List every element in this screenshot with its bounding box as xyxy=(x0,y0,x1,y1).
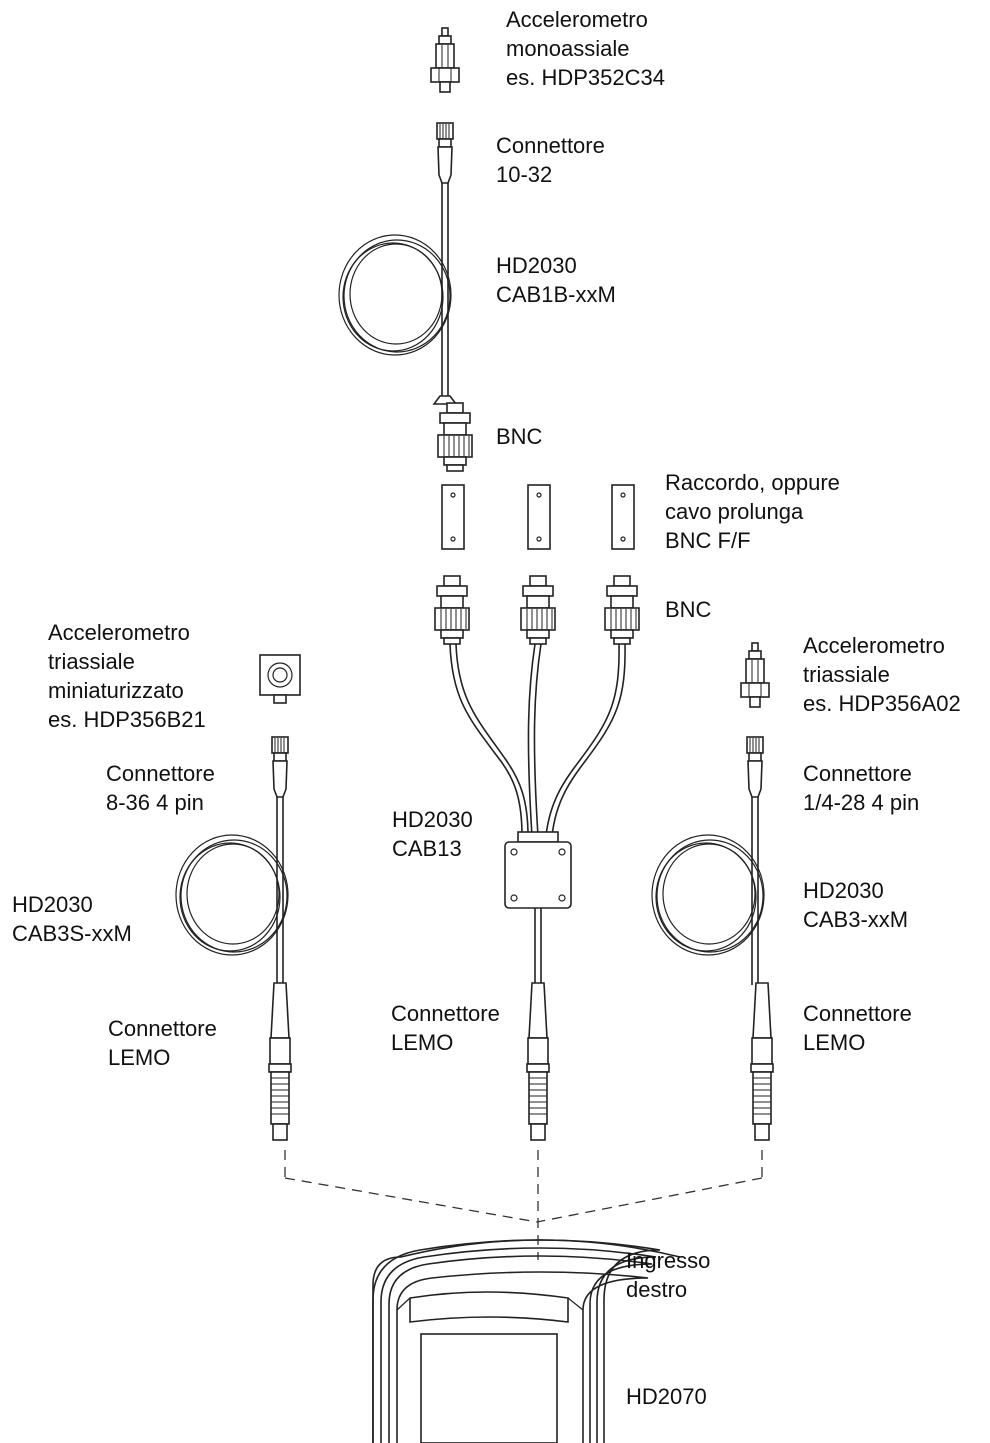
miniature-triaxial-accelerometer-icon xyxy=(259,654,301,704)
connector-10-32-icon xyxy=(436,122,454,184)
bnc-triple-connector-icon xyxy=(434,575,640,645)
bnc-top-connector-icon xyxy=(432,395,473,472)
label-bnc-triple: BNC xyxy=(665,597,712,622)
uniaxial-accelerometer-icon xyxy=(430,27,460,93)
hd2070-instrument-icon xyxy=(372,1239,681,1443)
connector-1-4-28-icon xyxy=(746,736,764,798)
cable-cab3s-icon xyxy=(175,797,289,985)
bnc-adapter-icon xyxy=(441,484,465,550)
connection-dashed-lines xyxy=(284,1150,763,1260)
bnc-adapter-icon xyxy=(611,484,635,550)
bnc-adapter-icon xyxy=(527,484,551,550)
label-bnc-top: BNC xyxy=(496,424,543,449)
triaxial-accelerometer-icon xyxy=(740,642,770,708)
cable-cab1b-icon xyxy=(338,183,452,398)
label-hd2070: HD2070 xyxy=(626,1384,707,1409)
lemo-center-connector-icon xyxy=(526,982,550,1141)
connector-8-36-icon xyxy=(271,736,289,798)
lemo-left-connector-icon xyxy=(268,982,292,1141)
cable-cab3-icon xyxy=(651,797,765,985)
cab13-splitter-cable-icon xyxy=(449,643,626,985)
lemo-right-connector-icon xyxy=(750,982,774,1141)
